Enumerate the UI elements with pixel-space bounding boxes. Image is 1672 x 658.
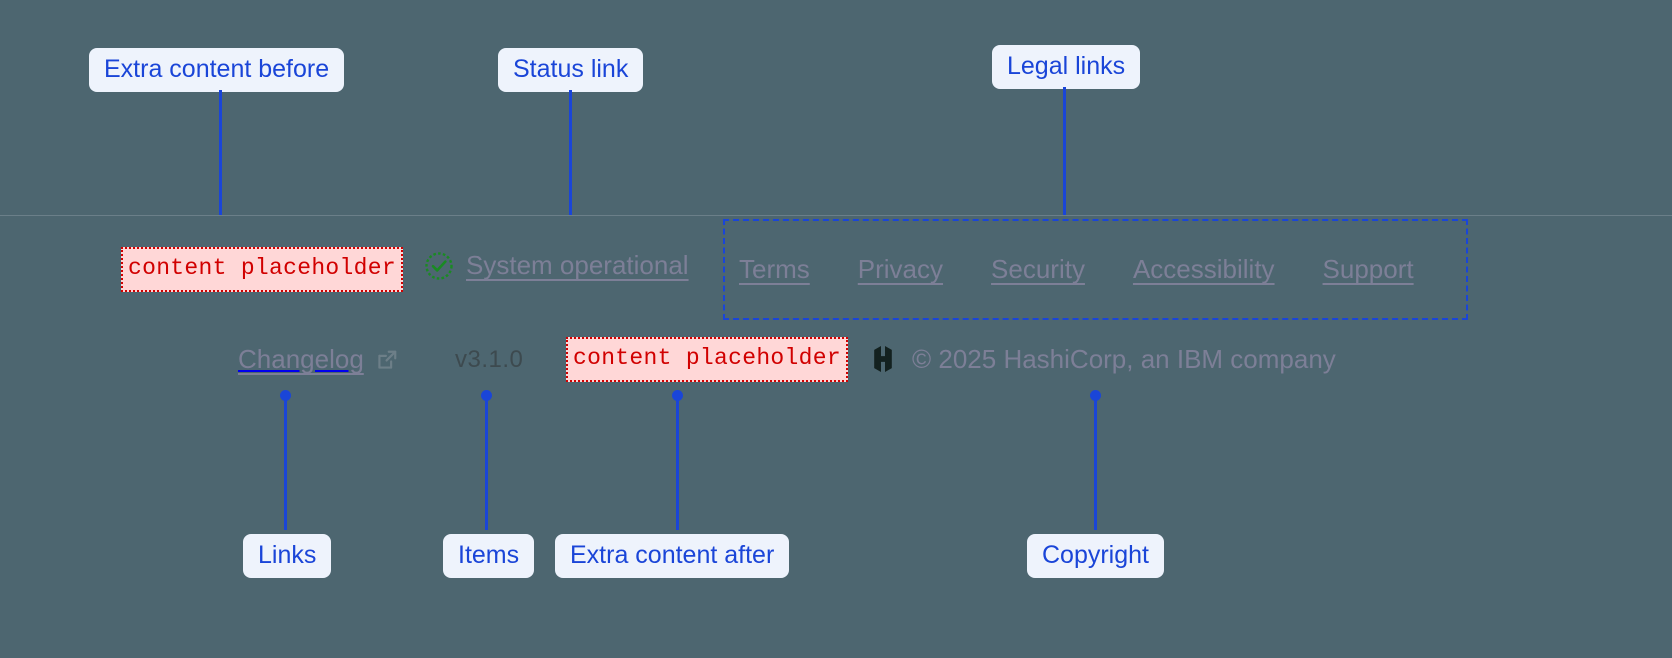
hashicorp-logo	[868, 343, 898, 375]
version-item: v3.1.0	[455, 346, 524, 373]
status-link-label: System operational	[466, 250, 689, 280]
legal-link-accessibility[interactable]: Accessibility	[1132, 254, 1275, 284]
callout-copyright: Copyright	[1027, 534, 1164, 578]
copyright-text: © 2025 HashiCorp, an IBM company	[912, 343, 1336, 374]
legal-links-group: Terms Privacy Security Accessibility Sup…	[723, 219, 1468, 320]
leader-dot-items	[481, 390, 492, 401]
leader-line-legal	[1063, 87, 1066, 222]
legal-link-support[interactable]: Support	[1322, 254, 1414, 284]
copyright-block: © 2025 HashiCorp, an IBM company	[868, 343, 1336, 375]
changelog-link[interactable]: Changelog	[238, 344, 400, 375]
extra-content-after-placeholder: content placeholder	[566, 337, 848, 382]
check-circle-icon	[424, 251, 454, 281]
extra-content-before-placeholder: content placeholder	[121, 247, 403, 292]
changelog-link-label: Changelog	[238, 344, 364, 374]
leader-dot-extra-after	[672, 390, 683, 401]
leader-line-items	[485, 396, 488, 530]
leader-line-extra-after	[676, 396, 679, 530]
legal-link-privacy[interactable]: Privacy	[857, 254, 944, 284]
legal-link-security[interactable]: Security	[991, 254, 1085, 284]
leader-dot-links	[280, 390, 291, 401]
callout-items: Items	[443, 534, 535, 578]
external-link-icon	[374, 347, 400, 373]
leader-line-links	[284, 396, 287, 530]
legal-link-terms[interactable]: Terms	[739, 254, 810, 284]
callout-extra-content-before: Extra content before	[89, 48, 345, 92]
leader-line-status	[569, 90, 572, 223]
status-link[interactable]: System operational	[424, 250, 689, 281]
leader-line-copyright	[1094, 396, 1097, 530]
callout-links: Links	[243, 534, 332, 578]
leader-dot-copyright	[1090, 390, 1101, 401]
leader-line-extra-before	[219, 90, 222, 223]
callout-status-link: Status link	[498, 48, 644, 92]
callout-extra-content-after: Extra content after	[555, 534, 790, 578]
callout-legal-links: Legal links	[992, 45, 1141, 89]
